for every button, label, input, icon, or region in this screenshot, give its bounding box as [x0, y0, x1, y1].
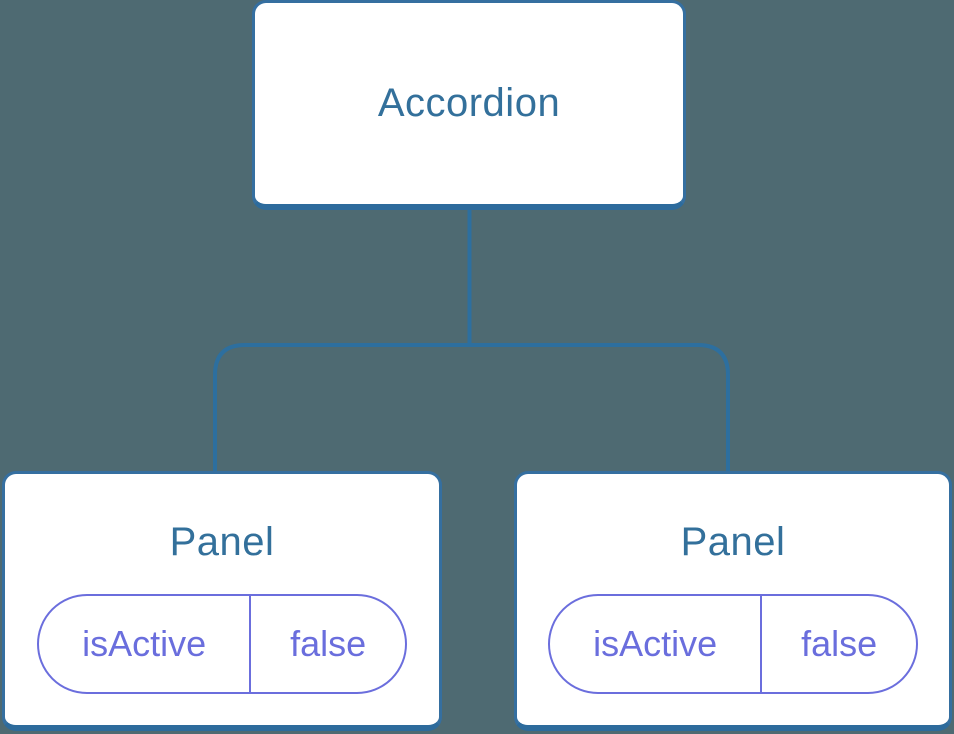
state-value: false [801, 623, 878, 664]
panel-node-label: Panel [169, 520, 275, 564]
state-pill: isActive false [548, 594, 918, 694]
tree-node-panel-2: Panel isActive false [514, 471, 952, 731]
state-pill: isActive false [37, 594, 407, 694]
connector-branch [213, 343, 730, 471]
accordion-node-label: Accordion [377, 81, 561, 125]
state-value: false [290, 623, 367, 664]
state-key: isActive [39, 596, 252, 692]
state-key: isActive [550, 596, 763, 692]
tree-node-panel-1: Panel isActive false [2, 471, 442, 731]
tree-node-accordion: Accordion [252, 0, 686, 210]
panel-node-label: Panel [680, 520, 786, 564]
